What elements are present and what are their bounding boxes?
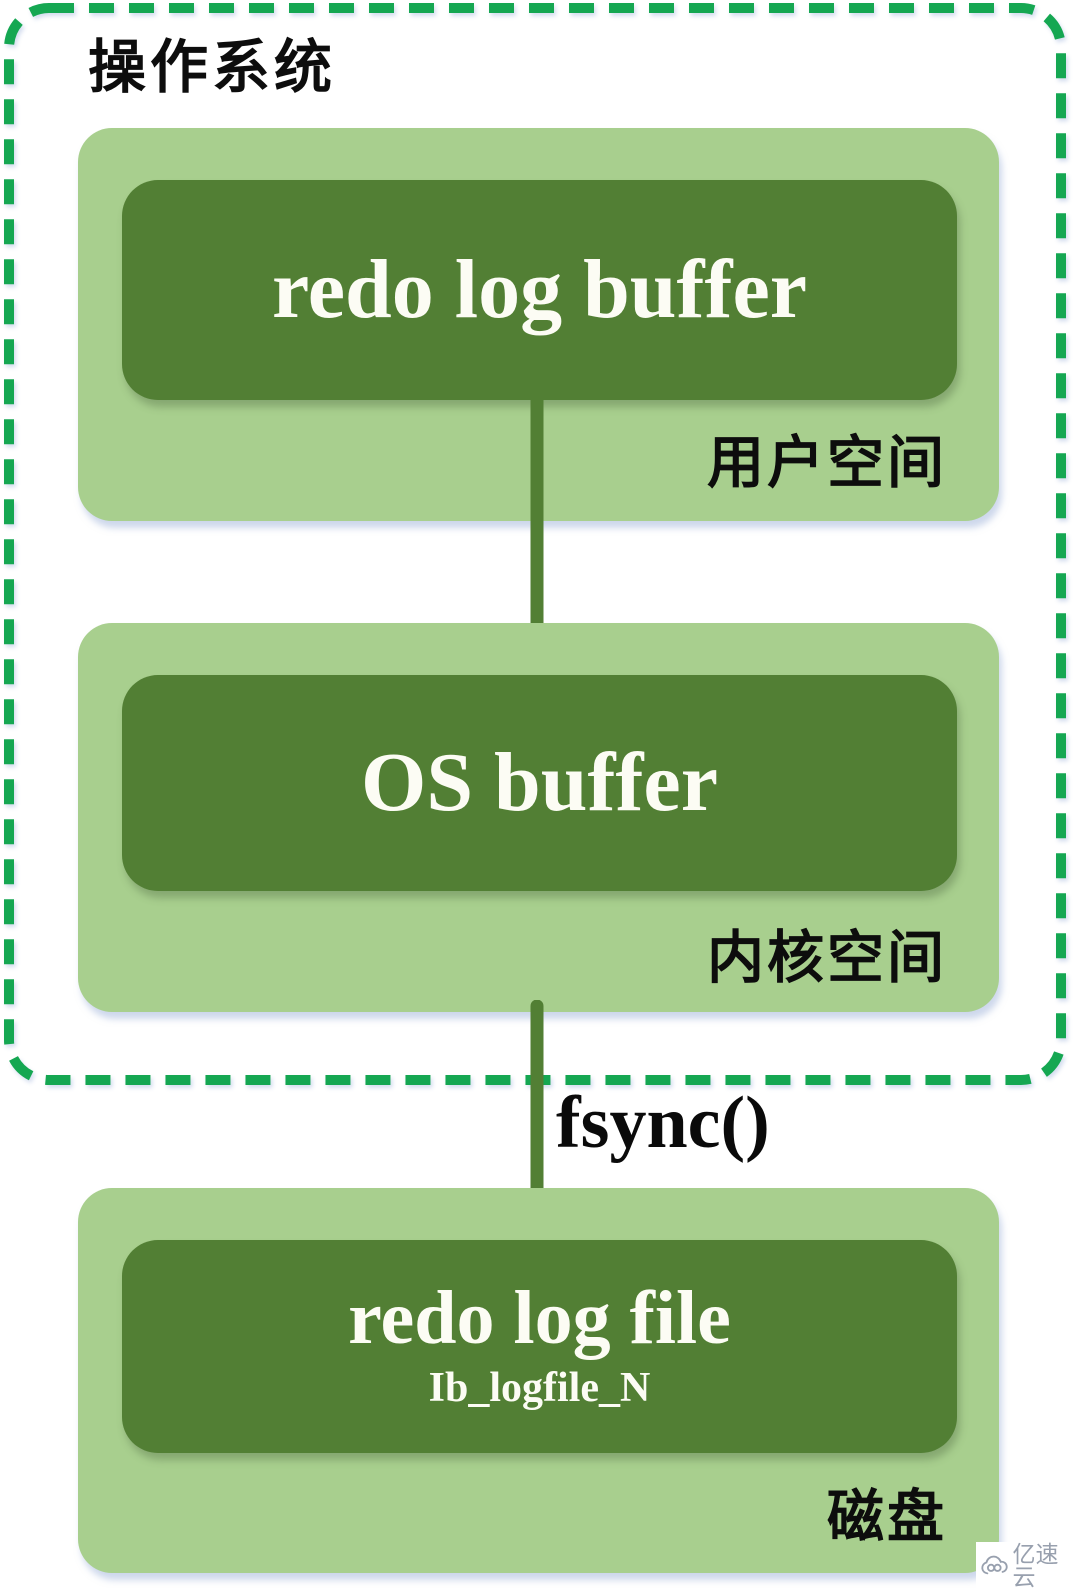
watermark: 亿速云 — [976, 1542, 1080, 1589]
redo-log-file-box: redo log file Ib_logfile_N — [122, 1240, 957, 1453]
fsync-label: fsync() — [556, 1082, 770, 1164]
disk-label: 磁盘 — [827, 1486, 947, 1549]
redo-log-file-label: redo log file — [348, 1276, 731, 1361]
os-buffer-box: OS buffer — [122, 675, 957, 891]
kernel-space-region: OS buffer 内核空间 — [78, 623, 999, 1012]
kernel-space-label: 内核空间 — [707, 927, 947, 990]
redo-log-buffer-label: redo log buffer — [271, 242, 808, 336]
os-buffer-label: OS buffer — [361, 735, 718, 829]
watermark-text: 亿速云 — [1012, 1540, 1059, 1589]
cloud-icon — [981, 1555, 1008, 1574]
os-container-title: 操作系统 — [88, 35, 337, 100]
redo-log-buffer-box: redo log buffer — [122, 180, 957, 400]
logfile-name-label: Ib_logfile_N — [428, 1365, 651, 1412]
disk-region: redo log file Ib_logfile_N 磁盘 — [78, 1188, 999, 1573]
user-space-label: 用户空间 — [707, 432, 947, 495]
